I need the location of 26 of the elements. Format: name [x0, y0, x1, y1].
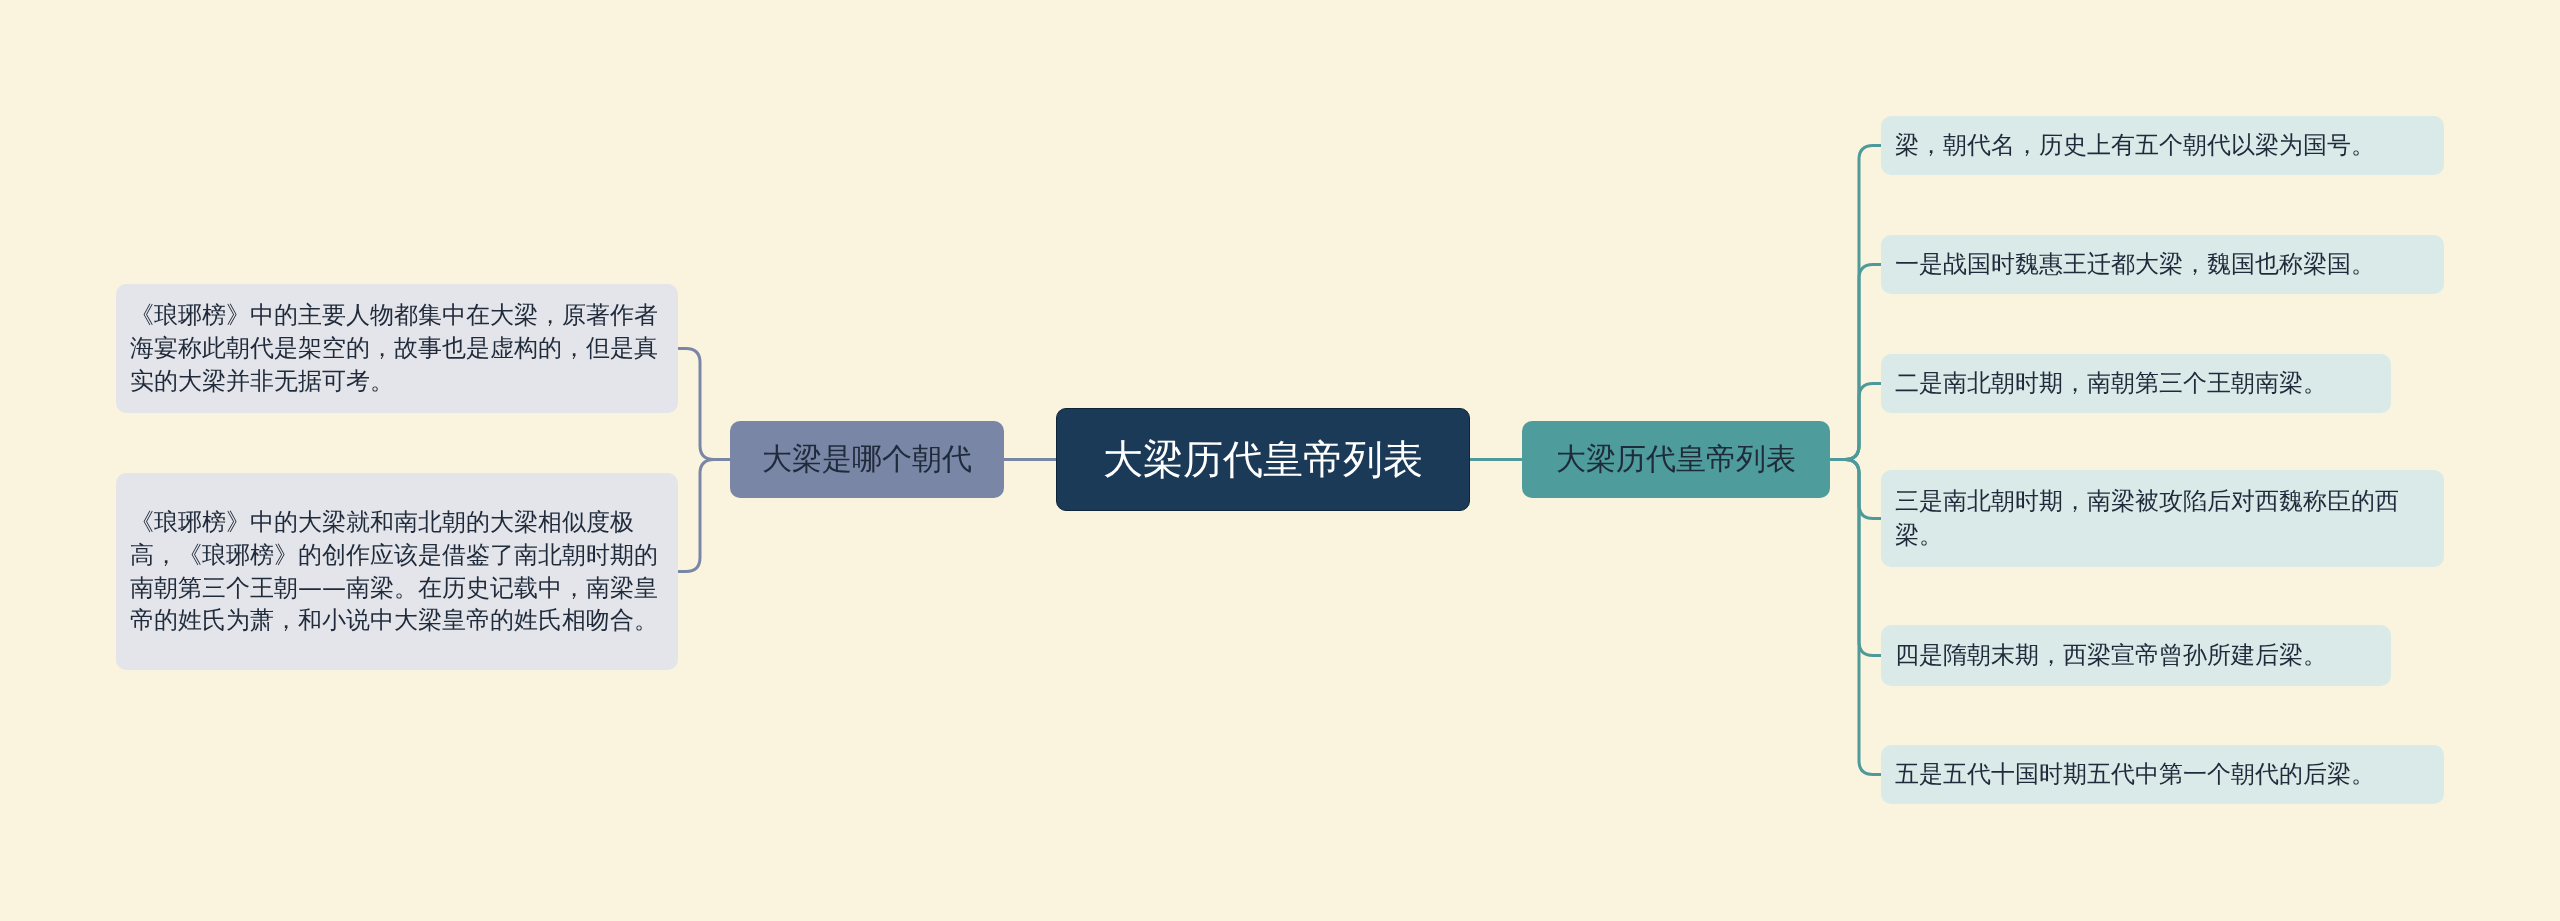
connector-line [1004, 458, 1056, 461]
note-card [1881, 625, 2391, 686]
note-card [116, 284, 678, 413]
node-text: 大梁历代皇帝列表 [1556, 440, 1796, 478]
note-card [116, 473, 678, 670]
connector-line [678, 458, 730, 573]
node-text: 大梁历代皇帝列表 [1103, 435, 1423, 484]
node-text: 二是南北朝时期，南朝第三个王朝南梁。 [1895, 367, 2327, 399]
note-card [1881, 116, 2444, 175]
node-text: 大梁是哪个朝代 [762, 440, 972, 478]
node-text: 四是隋朝末期，西梁宣帝曾孙所建后梁。 [1895, 639, 2327, 671]
note-card [1881, 235, 2444, 294]
node-text: 梁，朝代名，历史上有五个朝代以梁为国号。 [1895, 129, 2375, 161]
note-card [1881, 354, 2391, 413]
note-card [1881, 470, 2444, 567]
connector-line [1470, 458, 1522, 461]
node-text: 《琅琊榜》中的大梁就和南北朝的大梁相似度极高，《琅琊榜》的创作应该是借鉴了南北朝时期的南朝第三个王朝——南梁。在历史记载中，南梁皇帝的姓氏为萧，和小说中大梁皇帝的姓氏相吻合。 [130, 506, 659, 637]
node-text: 一是战国时魏惠王迁都大梁，魏国也称梁国。 [1895, 248, 2375, 280]
connector-line [1830, 458, 1881, 776]
branch-topic [730, 421, 1004, 498]
node-text: 三是南北朝时期，南梁被攻陷后对西魏称臣的西梁。 [1895, 485, 2400, 551]
note-card [1881, 745, 2444, 804]
node-text: 《琅琊榜》中的主要人物都集中在大梁，原著作者海宴称此朝代是架空的，故事也是虚构的，但是真实的大梁并非无据可考。 [130, 300, 659, 397]
branch-topic [1522, 421, 1830, 498]
node-text: 五是五代十国时期五代中第一个朝代的后梁。 [1895, 758, 2375, 790]
central-topic [1056, 408, 1470, 511]
